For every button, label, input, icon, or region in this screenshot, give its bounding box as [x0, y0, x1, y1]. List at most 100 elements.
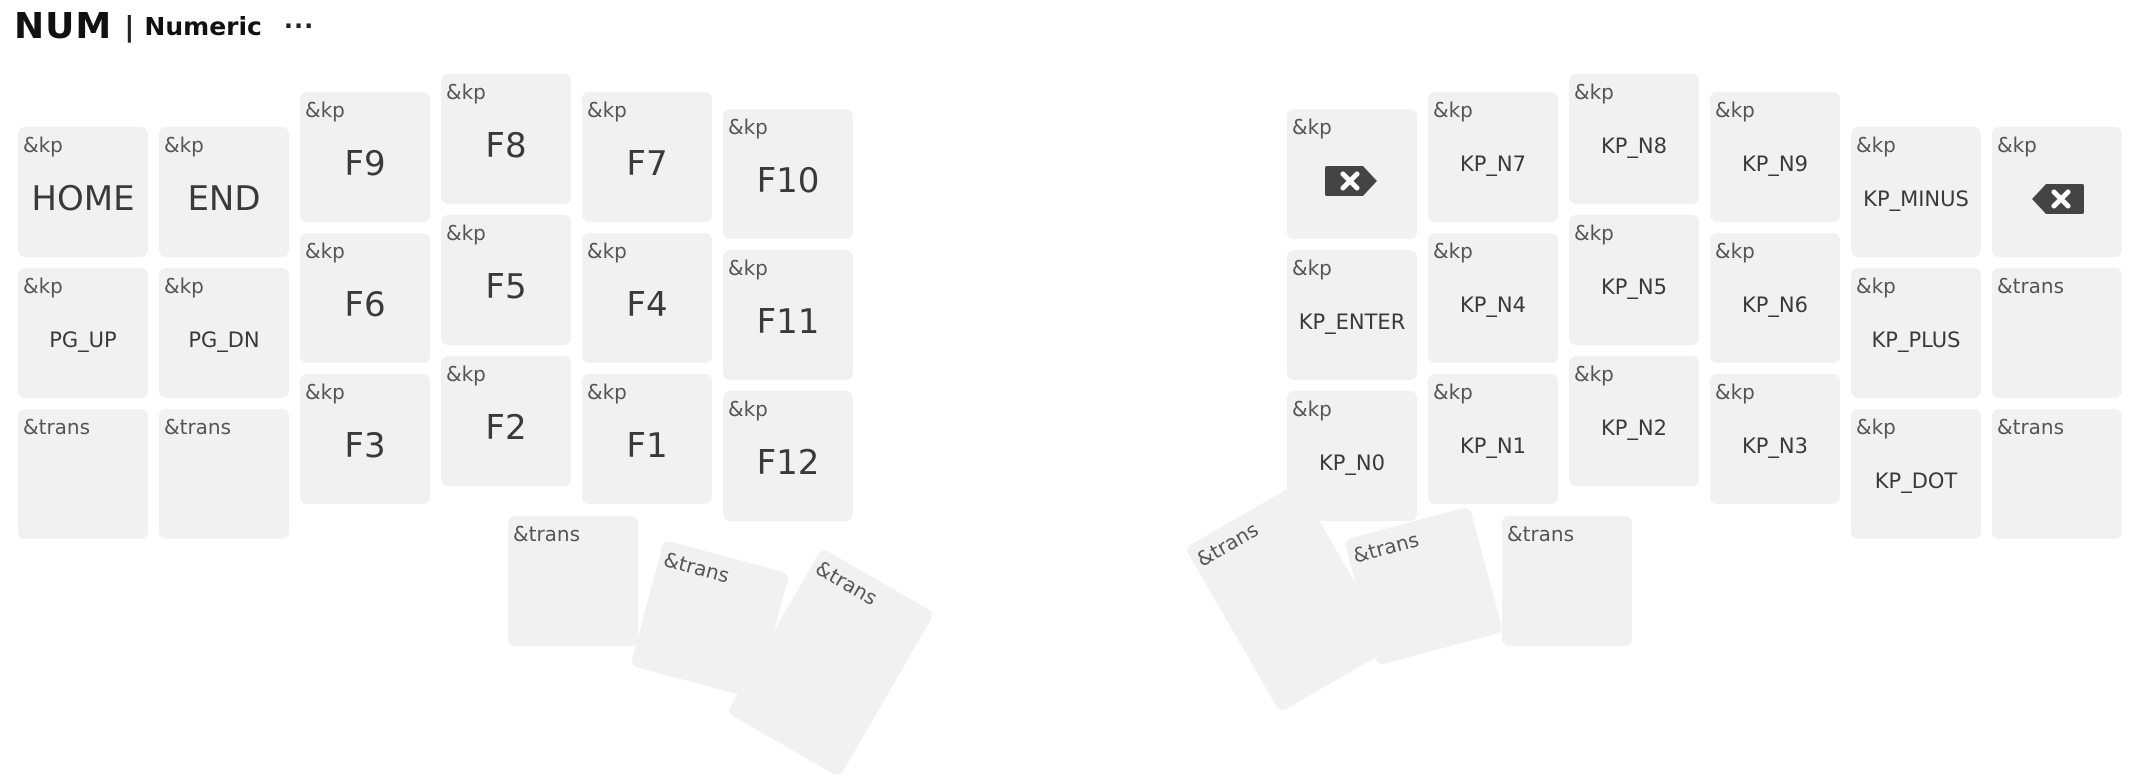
key-binding: &kp	[728, 256, 768, 280]
key-r-r2-c5[interactable]: &trans	[1992, 409, 2122, 539]
key-l-r2-c1[interactable]: &trans	[159, 409, 289, 539]
key-label: END	[187, 179, 261, 219]
key-binding: &kp	[1292, 256, 1332, 280]
key-label: F12	[756, 443, 820, 483]
key-binding: &kp	[1574, 80, 1614, 104]
key-binding: &kp	[1292, 397, 1332, 421]
key-label: F5	[485, 267, 527, 307]
key-label	[1502, 516, 1632, 646]
key-binding: &kp	[164, 274, 204, 298]
key-label: F7	[626, 144, 668, 184]
key-l-th-0[interactable]: &trans	[508, 516, 638, 646]
key-label	[1992, 409, 2122, 539]
key-binding: &kp	[587, 380, 627, 404]
key-label: F10	[756, 161, 820, 201]
key-r-r0-c0[interactable]: &kp	[1287, 109, 1417, 239]
key-label: KP_N9	[1741, 152, 1808, 176]
layer-code: NUM	[14, 5, 113, 47]
key-binding: &kp	[1433, 98, 1473, 122]
key-label: PG_UP	[49, 328, 117, 352]
header-separator: |	[124, 9, 135, 43]
key-binding: &kp	[728, 397, 768, 421]
key-r-r0-c5[interactable]: &kp	[1992, 127, 2122, 257]
key-binding: &trans	[1507, 522, 1575, 546]
key-binding: &trans	[1997, 415, 2065, 439]
key-label	[508, 516, 638, 646]
key-binding: &kp	[1715, 239, 1755, 263]
key-label: KP_N2	[1600, 416, 1667, 440]
key-binding: &kp	[728, 115, 768, 139]
key-label	[1287, 109, 1417, 239]
key-r-th-2[interactable]: &trans	[1502, 516, 1632, 646]
layer-name[interactable]: Numeric	[144, 11, 262, 41]
key-binding: &kp	[587, 239, 627, 263]
key-binding: &kp	[305, 239, 345, 263]
key-binding: &kp	[446, 80, 486, 104]
key-label: KP_N8	[1600, 134, 1667, 158]
key-label: KP_N1	[1459, 434, 1526, 458]
key-binding: &kp	[1856, 274, 1896, 298]
key-label: F2	[485, 408, 527, 448]
key-label: HOME	[31, 179, 135, 219]
key-binding: &kp	[1715, 98, 1755, 122]
key-binding: &trans	[23, 415, 91, 439]
key-r-r1-c5[interactable]: &trans	[1992, 268, 2122, 398]
key-l-r2-c0[interactable]: &trans	[18, 409, 148, 539]
key-binding: &kp	[1574, 362, 1614, 386]
key-binding: &kp	[23, 133, 63, 157]
key-label: F8	[485, 126, 527, 166]
key-binding: &kp	[1433, 380, 1473, 404]
backspace-icon	[2028, 180, 2086, 218]
more-options-button[interactable]: ···	[283, 12, 315, 40]
key-binding: &kp	[587, 98, 627, 122]
key-binding: &kp	[1856, 415, 1896, 439]
key-label	[1992, 127, 2122, 257]
key-label: KP_N0	[1318, 451, 1385, 475]
key-label: F6	[344, 285, 386, 325]
key-label	[18, 409, 148, 539]
key-label: KP_N4	[1459, 293, 1526, 317]
key-binding: &kp	[1856, 133, 1896, 157]
key-label: PG_DN	[188, 328, 260, 352]
layer-header: NUM | Numeric ···	[14, 5, 315, 47]
key-binding: &kp	[305, 380, 345, 404]
key-binding: &kp	[164, 133, 204, 157]
key-label: F11	[756, 302, 820, 342]
key-label	[1992, 268, 2122, 398]
key-label: F3	[344, 426, 386, 466]
key-binding: &kp	[446, 221, 486, 245]
key-label: KP_DOT	[1874, 469, 1958, 493]
key-binding: &kp	[1715, 380, 1755, 404]
